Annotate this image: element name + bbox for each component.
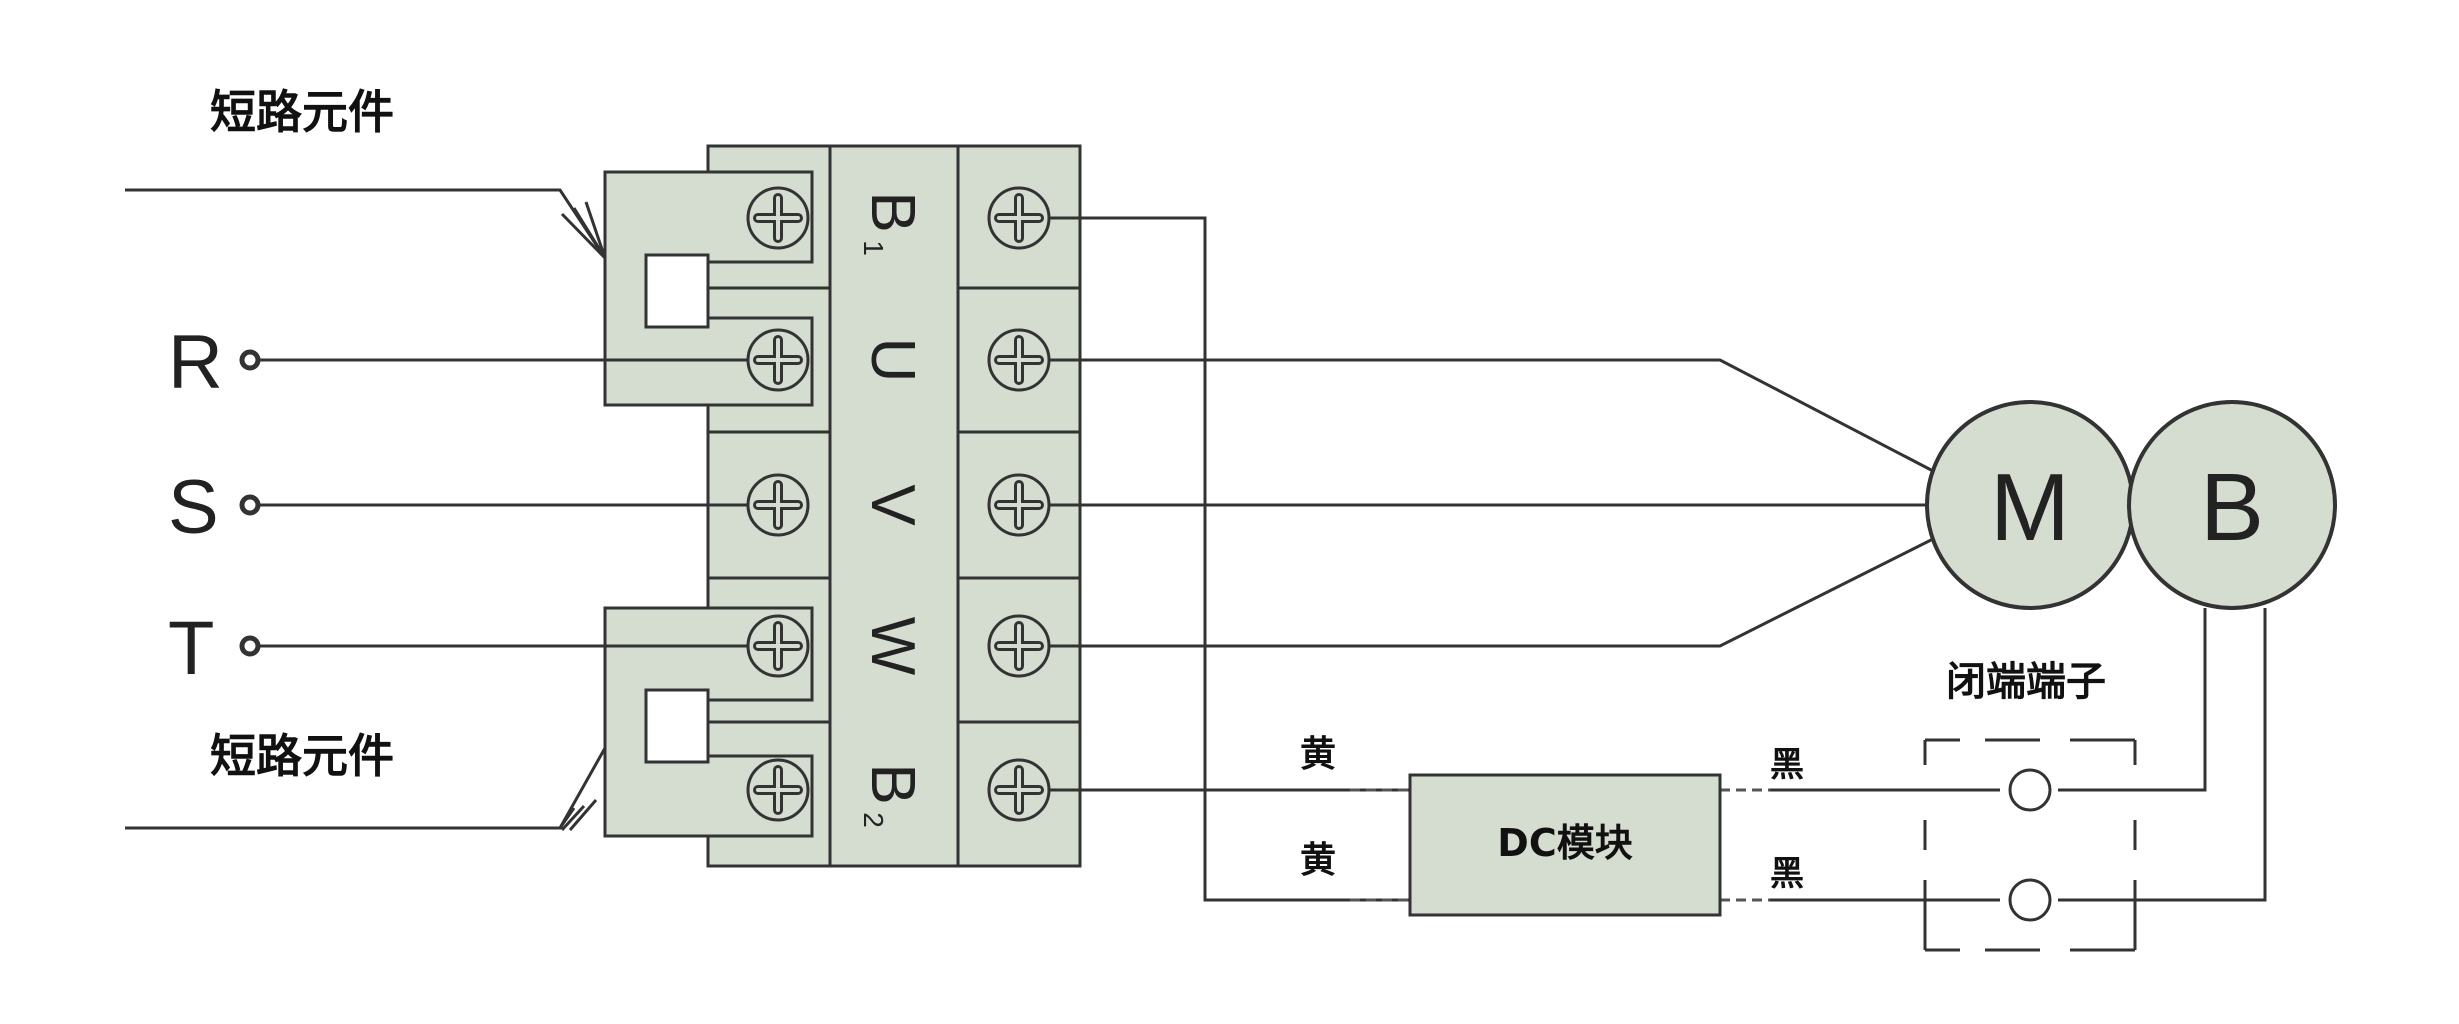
dc-module: DC模块 [1408, 773, 1722, 917]
screw-left-v [746, 473, 810, 537]
phase-wire-s [239, 494, 748, 516]
svg-text:U: U [858, 338, 927, 383]
short-circuit-wire-top [125, 188, 607, 260]
svg-text:V: V [858, 484, 927, 526]
phase-wire-t [239, 635, 748, 657]
input-label-r: R [168, 320, 223, 405]
short-circuit-wire-bottom [125, 747, 607, 832]
closed-end-terminal-box [1923, 738, 2137, 952]
svg-text:B: B [858, 763, 927, 804]
input-terminal-dot [239, 635, 261, 657]
screw-left-b2 [746, 758, 810, 822]
terminal-label-v: V [858, 484, 927, 526]
input-label-s: S [168, 465, 219, 550]
screw-left-b1 [746, 186, 810, 250]
screw-left-w [746, 614, 810, 678]
closed-end-terminal-bottom [2008, 878, 2052, 922]
terminal-label-u: U [858, 338, 927, 383]
screw-right-v [987, 473, 1051, 537]
terminal-label-b1: B 1 [858, 191, 927, 255]
short-circuit-label-top: 短路元件 [210, 85, 394, 139]
short-circuit-label-bottom: 短路元件 [210, 729, 394, 783]
wire-label-black-bottom: 黑 [1770, 854, 1804, 894]
svg-text:B: B [2200, 454, 2264, 561]
screw-right-b2 [987, 758, 1051, 822]
brake: B [2127, 400, 2337, 610]
wire-b1-to-dc-module [1049, 216, 1410, 902]
terminal-block-label-column [828, 144, 960, 868]
wire-label-yellow-top: 黄 [1300, 734, 1336, 775]
motor: M [1925, 400, 2135, 610]
dc-output-wiring [1770, 608, 2267, 902]
svg-text:B: B [858, 191, 927, 232]
motor-wiring [1049, 216, 1936, 902]
phase-wire-r [239, 349, 748, 371]
svg-text:1: 1 [858, 240, 889, 256]
wire-w-to-motor [1049, 536, 1936, 648]
screw-right-b1 [987, 186, 1051, 250]
closed-end-terminal-label: 闭端端子 [1946, 659, 2106, 705]
closed-end-terminal-top [2008, 768, 2052, 812]
terminal-label-w: W [858, 617, 927, 676]
wire-label-black-top: 黑 [1770, 745, 1804, 785]
screw-right-w [987, 614, 1051, 678]
wire-dashes [1350, 788, 1770, 902]
svg-text:2: 2 [858, 812, 889, 828]
input-terminal-dot [239, 494, 261, 516]
terminal-label-b2: B 2 [858, 763, 927, 827]
svg-text:M: M [1990, 454, 2070, 561]
wire-label-yellow-bottom: 黄 [1300, 840, 1336, 881]
screw-right-u [987, 328, 1051, 392]
input-terminal-dot [239, 349, 261, 371]
svg-text:W: W [858, 617, 927, 676]
wire-u-to-motor [1049, 358, 1936, 474]
svg-text:DC模块: DC模块 [1497, 821, 1632, 865]
screw-left-u [746, 328, 810, 392]
input-label-t: T [168, 606, 214, 691]
